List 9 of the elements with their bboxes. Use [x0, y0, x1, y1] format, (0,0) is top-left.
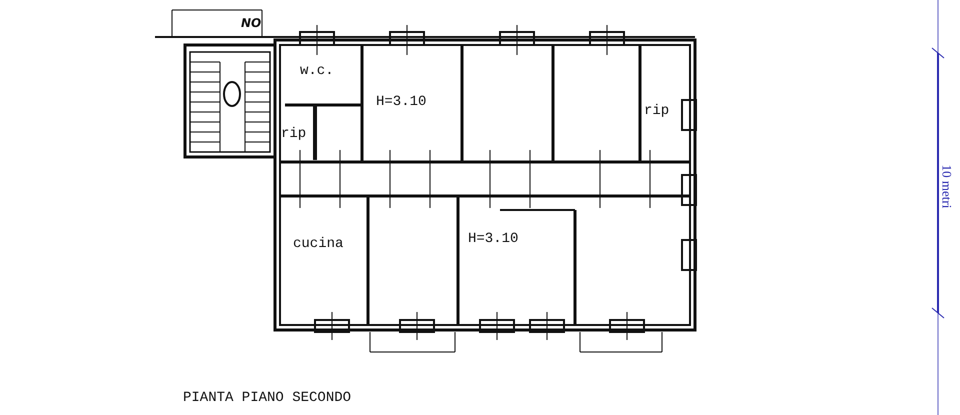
room-label: w.c.: [300, 64, 334, 78]
room-label: rip: [644, 104, 670, 118]
ceiling-height-label: H=3.10: [468, 232, 518, 246]
room-label: rip: [281, 127, 306, 141]
plan-caption: PIANTA PIANO SECONDO: [183, 391, 352, 405]
room-label: cucina: [293, 237, 344, 251]
scale-label: 10 metri: [940, 164, 954, 208]
handwritten-note: NO: [241, 17, 262, 29]
ceiling-height-label: H=3.10: [376, 95, 426, 109]
